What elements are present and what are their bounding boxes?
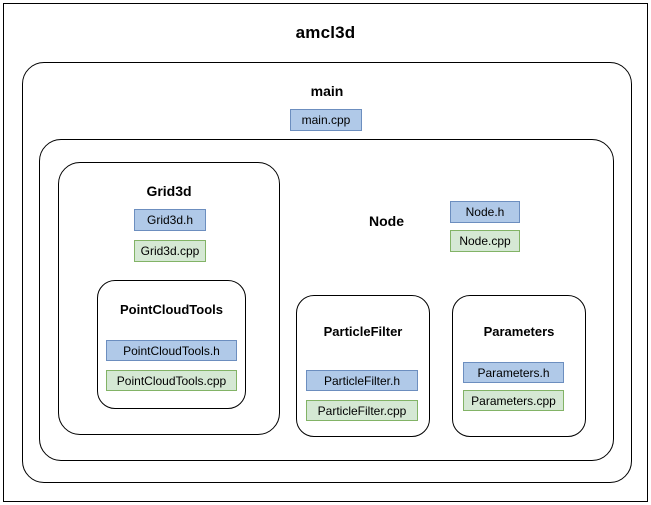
file-node-cpp[interactable]: Node.cpp — [450, 230, 520, 252]
file-particlefilter-cpp[interactable]: ParticleFilter.cpp — [306, 400, 418, 421]
package-particlefilter-label: ParticleFilter — [323, 324, 403, 339]
package-main-label: main — [310, 83, 344, 99]
file-parameters-cpp[interactable]: Parameters.cpp — [463, 390, 564, 411]
file-pointcloudtools-h[interactable]: PointCloudTools.h — [106, 340, 237, 361]
package-node-label: Node — [369, 213, 404, 229]
file-pointcloudtools-cpp[interactable]: PointCloudTools.cpp — [106, 370, 237, 391]
package-main — [22, 62, 632, 483]
package-pointcloudtools — [97, 280, 246, 409]
package-particlefilter — [296, 295, 430, 437]
package-grid3d-label: Grid3d — [146, 183, 192, 199]
package-node — [39, 139, 614, 461]
file-node-h[interactable]: Node.h — [450, 201, 520, 223]
file-grid3d-h[interactable]: Grid3d.h — [134, 209, 206, 231]
package-parameters-label: Parameters — [483, 324, 555, 339]
file-main-cpp[interactable]: main.cpp — [290, 109, 362, 131]
package-parameters — [452, 295, 586, 437]
file-particlefilter-h[interactable]: ParticleFilter.h — [306, 370, 418, 391]
package-pointcloudtools-label: PointCloudTools — [119, 302, 224, 317]
file-parameters-h[interactable]: Parameters.h — [463, 362, 564, 383]
package-grid3d — [58, 162, 280, 435]
diagram-title: amcl3d — [295, 23, 356, 42]
file-grid3d-cpp[interactable]: Grid3d.cpp — [134, 240, 206, 262]
